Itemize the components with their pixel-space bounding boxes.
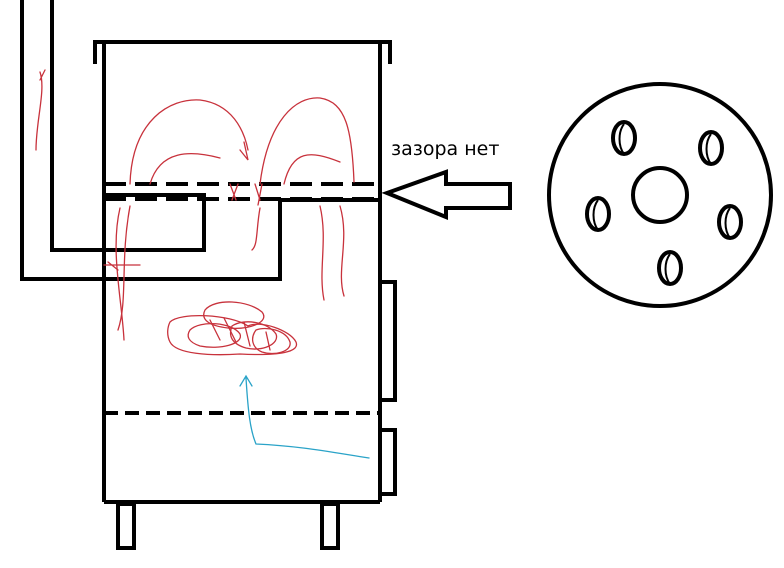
pipe-outer-wall	[20, 0, 380, 281]
stove-doors	[378, 280, 397, 496]
right-flame-inner	[283, 154, 341, 185]
plate-hole-5	[657, 250, 683, 286]
fire-scribble-right	[251, 327, 291, 355]
plate-hole-4	[717, 204, 743, 240]
flame-paths	[35, 69, 355, 356]
plate-outer-circle	[547, 82, 773, 308]
fire-scribble-lines	[209, 317, 271, 351]
left-flame-inner	[149, 153, 221, 185]
right-lower-flame	[319, 205, 325, 301]
flame-marks	[229, 183, 263, 206]
left-leg	[116, 502, 136, 550]
lower-door	[378, 428, 397, 496]
fire-scribble-mid	[229, 321, 278, 350]
air-flow-arrow	[239, 374, 370, 459]
chimney-smoke	[35, 69, 46, 151]
fire-scribble-left	[187, 323, 241, 348]
stove-lid	[93, 40, 392, 64]
stove-body	[93, 40, 392, 504]
plate-center-hole	[631, 166, 689, 224]
perforated-plate-icon	[547, 82, 773, 308]
pipe-inner-wall	[50, 0, 206, 252]
left-flame-arc	[129, 99, 249, 185]
plate-hole-2	[698, 130, 724, 166]
upper-door	[378, 280, 397, 402]
chimney-pipe	[20, 0, 380, 281]
plate-hole-3	[585, 196, 611, 232]
pipe-flame	[103, 261, 141, 271]
right-leg	[320, 502, 340, 550]
flame-tip	[239, 141, 249, 161]
center-lower-flame	[251, 207, 261, 251]
stove-legs	[116, 502, 340, 550]
plate-holes	[585, 120, 743, 286]
left-lower-flame	[115, 207, 125, 341]
no-gap-label: зазора нет	[391, 138, 499, 160]
fire-scribble-outer	[167, 314, 298, 356]
arrow-left-icon	[381, 169, 512, 220]
right-lower-flame-2	[339, 205, 345, 297]
plate-hole-1	[611, 120, 637, 156]
right-flame-arc	[259, 97, 355, 185]
left-lower-flame-2	[117, 205, 131, 331]
